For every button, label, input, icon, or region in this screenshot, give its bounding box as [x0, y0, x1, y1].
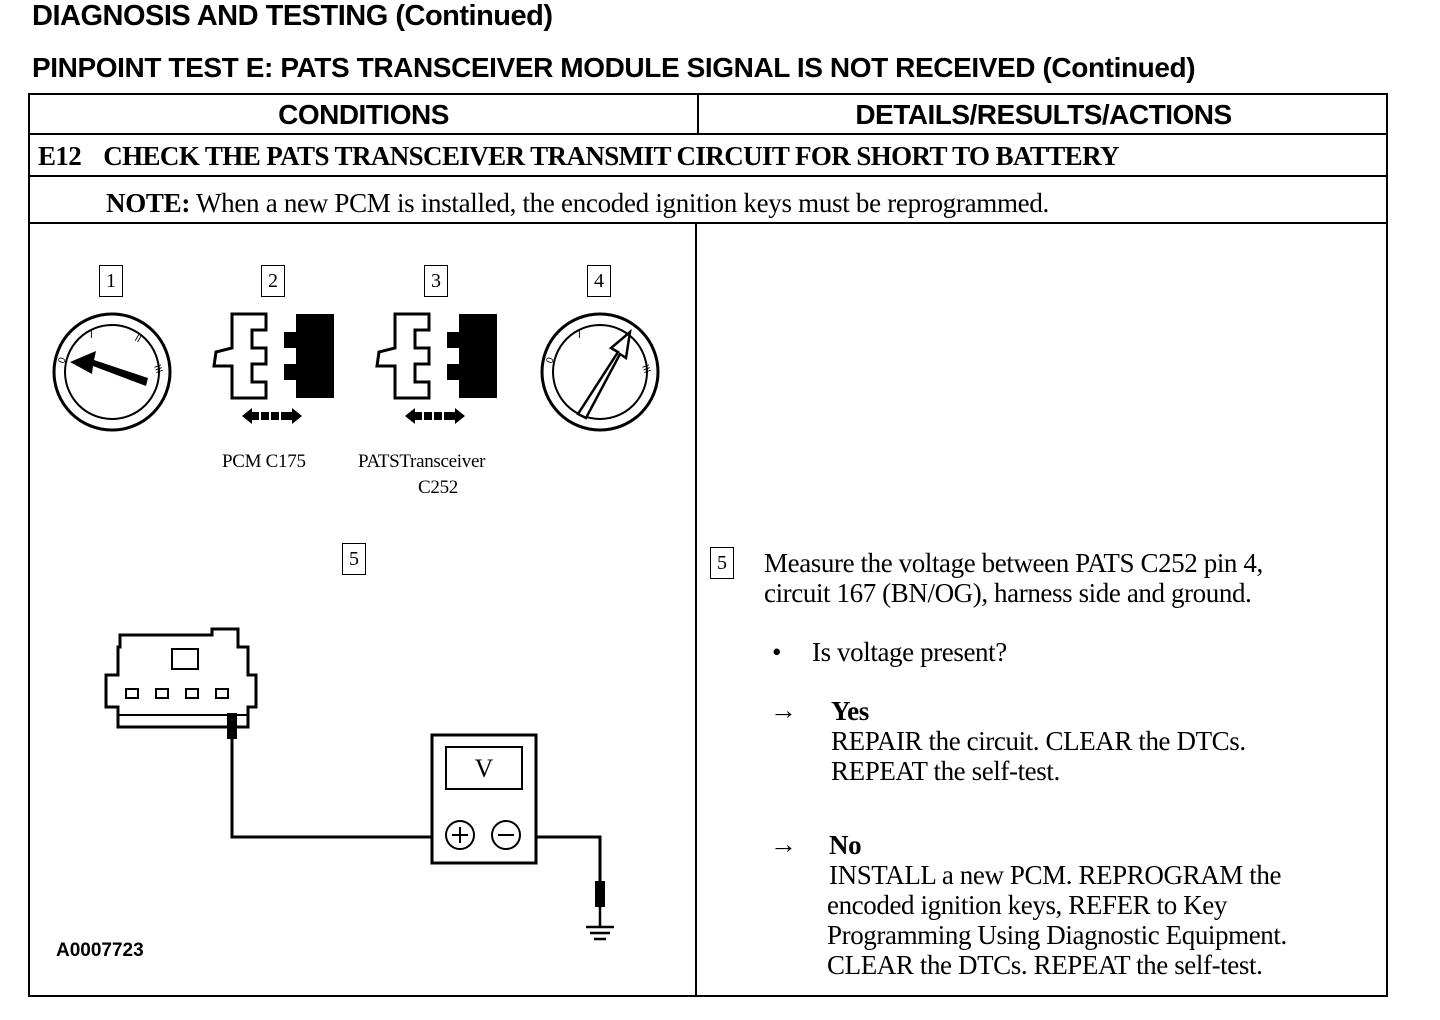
- yes-arrow-icon: →: [770, 695, 797, 725]
- key-position-I: I: [578, 330, 581, 341]
- voltmeter-measurement-diagram: V: [104, 627, 614, 941]
- note-text: When a new PCM is installed, the encoded…: [190, 188, 1049, 218]
- step-title: CHECK THE PATS TRANSCEIVER TRANSMIT CIRC…: [103, 141, 1119, 171]
- ignition-switch-run-icon: 0 I II III: [540, 312, 660, 432]
- step-id: E12: [38, 141, 82, 171]
- yes-action-line-2: REPEAT the self-test.: [831, 756, 1060, 786]
- note: NOTE: When a new PCM is installed, the e…: [106, 188, 1049, 219]
- key-position-III: III: [151, 363, 164, 375]
- measure-instruction-line-2: circuit 167 (BN/OG), harness side and gr…: [764, 578, 1252, 608]
- header-column-divider: [697, 95, 699, 135]
- no-action-line-1: INSTALL a new PCM. REPROGRAM the: [829, 860, 1282, 890]
- meter-label: V: [475, 754, 494, 783]
- pcm-c175-caption: PCM C175: [222, 451, 306, 472]
- key-position-0: 0: [544, 356, 556, 365]
- page-title: DIAGNOSIS AND TESTING (Continued): [32, 0, 553, 32]
- key-position-0: 0: [56, 356, 68, 365]
- no-action-line-2: encoded ignition keys, REFER to Key: [827, 890, 1227, 920]
- step-heading: E12 CHECK THE PATS TRANSCEIVER TRANSMIT C…: [38, 141, 1120, 172]
- no-label: No: [829, 830, 862, 860]
- no-arrow-icon: →: [770, 829, 797, 859]
- pcm-connector-disconnected-icon: [212, 312, 334, 424]
- pats-transceiver-caption: PATSTransceiver: [358, 451, 486, 472]
- voltmeter-icon: V: [430, 733, 538, 865]
- conditions-column-header: CONDITIONS: [278, 99, 449, 130]
- pats-c252-caption: C252: [418, 477, 458, 498]
- ground-icon: [586, 907, 614, 941]
- pats-c252-harness-connector-icon: [104, 627, 258, 729]
- measure-instruction-line-1: Measure the voltage between PATS C252 pi…: [764, 548, 1263, 578]
- question-text: Is voltage present?: [812, 637, 1007, 667]
- yes-label: Yes: [831, 696, 869, 726]
- bullet-icon: •: [772, 637, 782, 667]
- note-divider: [30, 222, 1386, 224]
- callout-1: 1: [99, 265, 123, 297]
- key-position-III: III: [639, 363, 652, 375]
- key-position-II: II: [133, 333, 143, 345]
- key-position-I: I: [90, 330, 93, 341]
- callout-2: 2: [261, 265, 285, 297]
- details-column-header: DETAILS/RESULTS/ACTIONS: [855, 99, 1232, 130]
- yes-action-line-1: REPAIR the circuit. CLEAR the DTCs.: [831, 726, 1246, 756]
- pats-connector-disconnected-icon: [375, 312, 497, 424]
- note-label: NOTE:: [106, 188, 191, 218]
- pinpoint-test-table: CONDITIONS DETAILS/RESULTS/ACTIONS E12 CH…: [28, 93, 1388, 997]
- header-divider: [30, 133, 1386, 135]
- body-column-divider: [695, 223, 697, 995]
- no-action-line-3: Programming Using Diagnostic Equipment.: [827, 920, 1287, 950]
- details-callout-5: 5: [710, 547, 734, 579]
- callout-3: 3: [424, 265, 448, 297]
- figure-id: A0007723: [56, 940, 144, 961]
- pinpoint-test-title: PINPOINT TEST E: PATS TRANSCEIVER MODULE…: [32, 52, 1196, 83]
- no-action-line-4: CLEAR the DTCs. REPEAT the self-test.: [827, 950, 1263, 980]
- callout-5: 5: [342, 543, 366, 575]
- callout-4: 4: [587, 265, 611, 297]
- step-divider: [30, 175, 1386, 177]
- ignition-switch-off-icon: 0 I II III: [52, 312, 172, 432]
